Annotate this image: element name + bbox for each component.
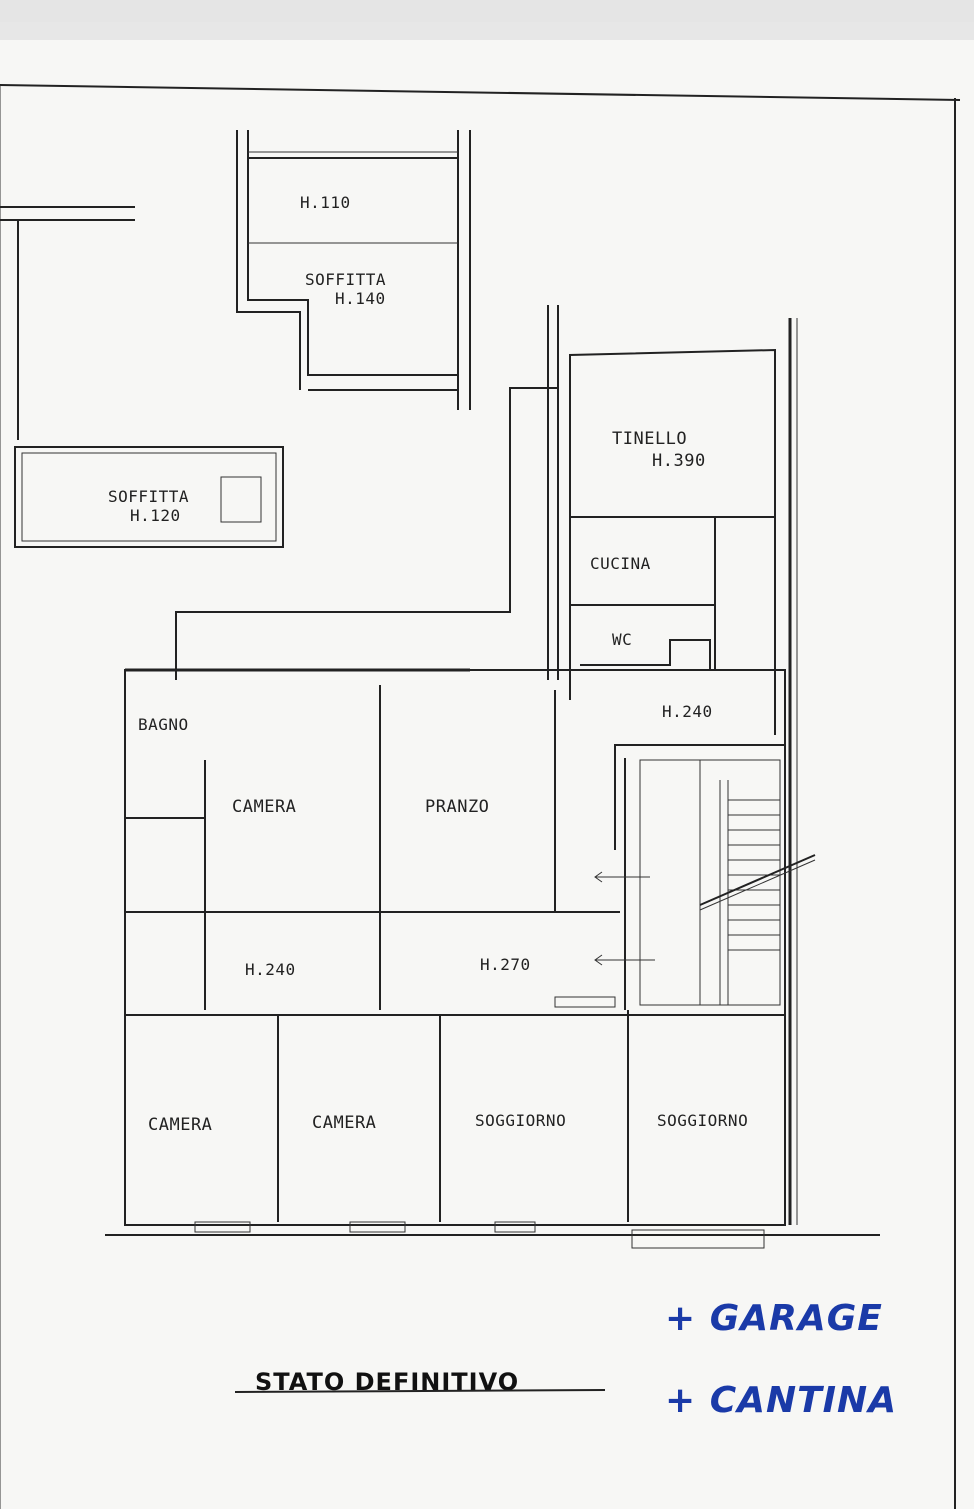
camera-3-label: CAMERA (312, 1113, 376, 1133)
camera-1-label: CAMERA (232, 797, 296, 817)
corridor-center-height-label: H.270 (480, 955, 531, 974)
hall-height-label: H.240 (662, 702, 713, 721)
corridor-left-height-label: H.240 (245, 960, 296, 979)
soffitta-left-walls (0, 206, 284, 548)
bagno-label: BAGNO (138, 715, 189, 734)
apartment-walls (105, 668, 880, 1236)
window-marks (194, 996, 765, 1249)
connector-walls (175, 305, 559, 680)
soffitta-top-height2-label: H.140 (335, 289, 386, 308)
soggiorno-1-label: SOGGIORNO (475, 1111, 566, 1130)
wc-label: WC (612, 630, 632, 649)
top-bar (0, 0, 974, 22)
tinello-label: TINELLO (612, 429, 687, 449)
soffitta-top-height-label: H.110 (300, 193, 351, 212)
soffitta-top-name-label: SOFFITTA (305, 270, 386, 289)
service-block-walls (569, 318, 798, 1225)
soggiorno-2-label: SOGGIORNO (657, 1111, 748, 1130)
note-garage: + GARAGE (665, 1298, 883, 1339)
cucina-label: CUCINA (590, 554, 651, 573)
drawing-frame (0, 84, 961, 1509)
note-cantina: + CANTINA (665, 1380, 897, 1421)
camera-2-label: CAMERA (148, 1115, 212, 1135)
soffitta-left-height-label: H.120 (130, 506, 181, 525)
staircase (639, 759, 816, 1006)
soffitta-top-walls (236, 130, 471, 410)
direction-arrows (594, 871, 655, 966)
soffitta-left-name-label: SOFFITTA (108, 487, 189, 506)
tinello-height-label: H.390 (652, 451, 706, 471)
title-underline (234, 1389, 606, 1393)
floor-plan-sheet (0, 40, 974, 1509)
pranzo-label: PRANZO (425, 797, 489, 817)
